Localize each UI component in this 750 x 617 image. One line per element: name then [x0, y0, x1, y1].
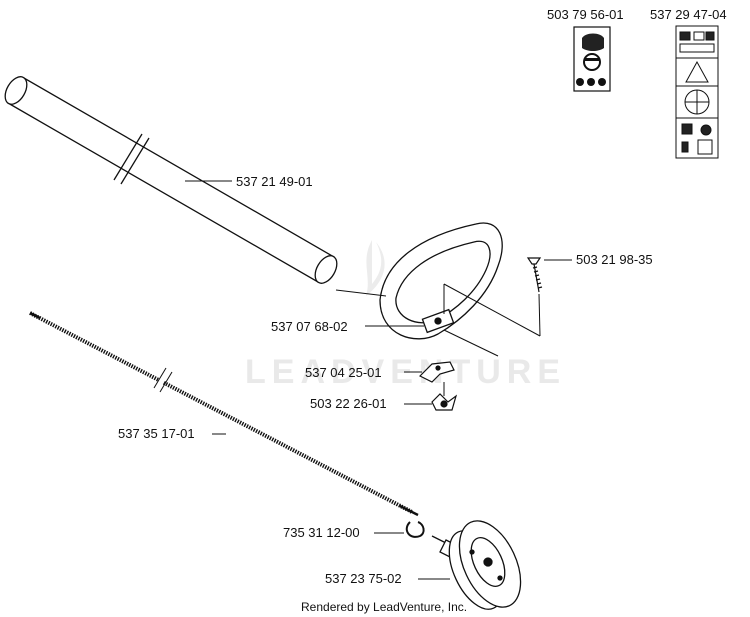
- decal-537-29-47-04: [675, 25, 719, 159]
- part-number-label: 503 22 26-01: [310, 396, 387, 411]
- footer-credit: Rendered by LeadVenture, Inc.: [301, 600, 467, 614]
- part-number-label: 735 31 12-00: [283, 525, 360, 540]
- watermark-flame-icon: [366, 240, 385, 296]
- screw: [526, 257, 543, 293]
- watermark-text: LEADVENTURE: [245, 353, 566, 391]
- leader-lines: [185, 180, 572, 580]
- flexible-drive-shaft: [29, 311, 419, 517]
- part-number-label: 537 21 49-01: [236, 174, 313, 189]
- clamp-plate: [418, 361, 455, 383]
- part-number-label: 503 79 56-01: [547, 7, 624, 22]
- loop-handle: [379, 222, 503, 340]
- part-number-label: 537 35 17-01: [118, 426, 195, 441]
- watermark: LEADVENTURE: [245, 240, 566, 391]
- retaining-clip: [405, 521, 425, 538]
- coupling-drum: [431, 520, 522, 610]
- wing-nut: [431, 393, 458, 411]
- part-number-label: 503 21 98-35: [576, 252, 653, 267]
- decal-503-79-56-01: [573, 26, 611, 92]
- part-number-label: 537 23 75-02: [325, 571, 402, 586]
- upper-shaft-tube: [4, 76, 338, 284]
- part-number-label: 537 07 68-02: [271, 319, 348, 334]
- part-number-label: 537 04 25-01: [305, 365, 382, 380]
- part-number-label: 537 29 47-04: [650, 7, 727, 22]
